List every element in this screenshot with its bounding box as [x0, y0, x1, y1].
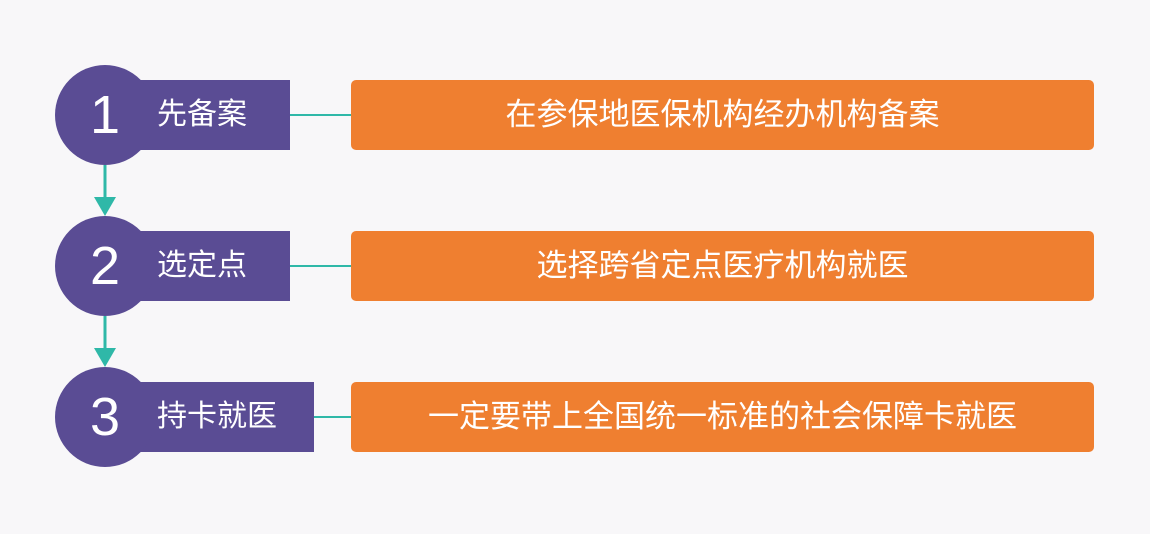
step-2: 2 选定点 选择跨省定点医疗机构就医 [0, 216, 1150, 316]
step-number-circle: 3 [55, 367, 155, 467]
step-1: 1 先备案 在参保地医保机构经办机构备案 [0, 65, 1150, 165]
step-description: 一定要带上全国统一标准的社会保障卡就医 [351, 382, 1094, 452]
step-description: 在参保地医保机构经办机构备案 [351, 80, 1094, 150]
step-number-circle: 1 [55, 65, 155, 165]
arrow-head-2-3 [94, 348, 116, 367]
step-number-circle: 2 [55, 216, 155, 316]
step-3: 3 持卡就医 一定要带上全国统一标准的社会保障卡就医 [0, 367, 1150, 467]
arrow-head-1-2 [94, 197, 116, 216]
step-description: 选择跨省定点医疗机构就医 [351, 231, 1094, 301]
